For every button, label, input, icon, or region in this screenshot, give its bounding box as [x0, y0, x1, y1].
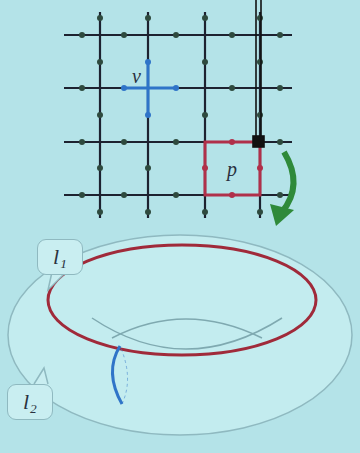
callout-bubble: l₂	[7, 384, 53, 420]
qubit-dot	[257, 59, 263, 65]
qubit-dot	[79, 85, 85, 91]
loop-name: l₂	[23, 391, 37, 413]
qubit-dot	[145, 165, 151, 171]
callout-bubble: l₁	[37, 239, 83, 275]
qubit-dot	[229, 139, 235, 145]
qubit-dot	[145, 15, 151, 21]
lattice-label: v	[132, 66, 141, 86]
qubit-dot	[277, 85, 283, 91]
qubit-dot	[277, 192, 283, 198]
qubit-dot	[145, 209, 151, 215]
qubit-dot	[173, 85, 179, 91]
qubit-dot	[257, 112, 263, 118]
qubit-dot	[79, 139, 85, 145]
qubit-dot	[173, 32, 179, 38]
qubit-dot	[173, 192, 179, 198]
plaquette	[205, 142, 260, 195]
qubit-dot	[121, 192, 127, 198]
qubit-dot	[229, 192, 235, 198]
qubit-dot	[97, 209, 103, 215]
loop-name: l₁	[53, 246, 67, 268]
qubit-dot	[202, 15, 208, 21]
torus	[8, 235, 352, 435]
mapping-arrowhead	[270, 204, 294, 226]
qubit-dot	[277, 139, 283, 145]
qubit-dot	[121, 32, 127, 38]
qubit-dot	[277, 32, 283, 38]
qubit-dot	[173, 139, 179, 145]
qubit-dot	[97, 165, 103, 171]
callout-tails	[34, 272, 66, 384]
qubit-dots	[79, 15, 283, 215]
vertex-star	[122, 60, 176, 116]
qubit-dot	[145, 59, 151, 65]
qubit-dot	[229, 32, 235, 38]
qubit-dot	[97, 112, 103, 118]
qubit-dot	[97, 15, 103, 21]
qubit-dot	[202, 59, 208, 65]
qubit-dot	[202, 112, 208, 118]
qubit-dot	[121, 139, 127, 145]
qubit-dot	[121, 85, 127, 91]
mapping-arrow	[282, 152, 294, 212]
lattice	[64, 12, 292, 218]
qubit-dot	[257, 209, 263, 215]
qubit-dot	[229, 85, 235, 91]
qubit-dot	[257, 15, 263, 21]
string-operator	[253, 0, 264, 147]
qubit-dot	[202, 165, 208, 171]
qubit-dot	[145, 112, 151, 118]
qubit-dot	[257, 165, 263, 171]
lattice-label: p	[227, 159, 237, 179]
qubit-dot	[202, 209, 208, 215]
qubit-dot	[79, 192, 85, 198]
qubit-dot	[79, 32, 85, 38]
qubit-dot	[97, 59, 103, 65]
